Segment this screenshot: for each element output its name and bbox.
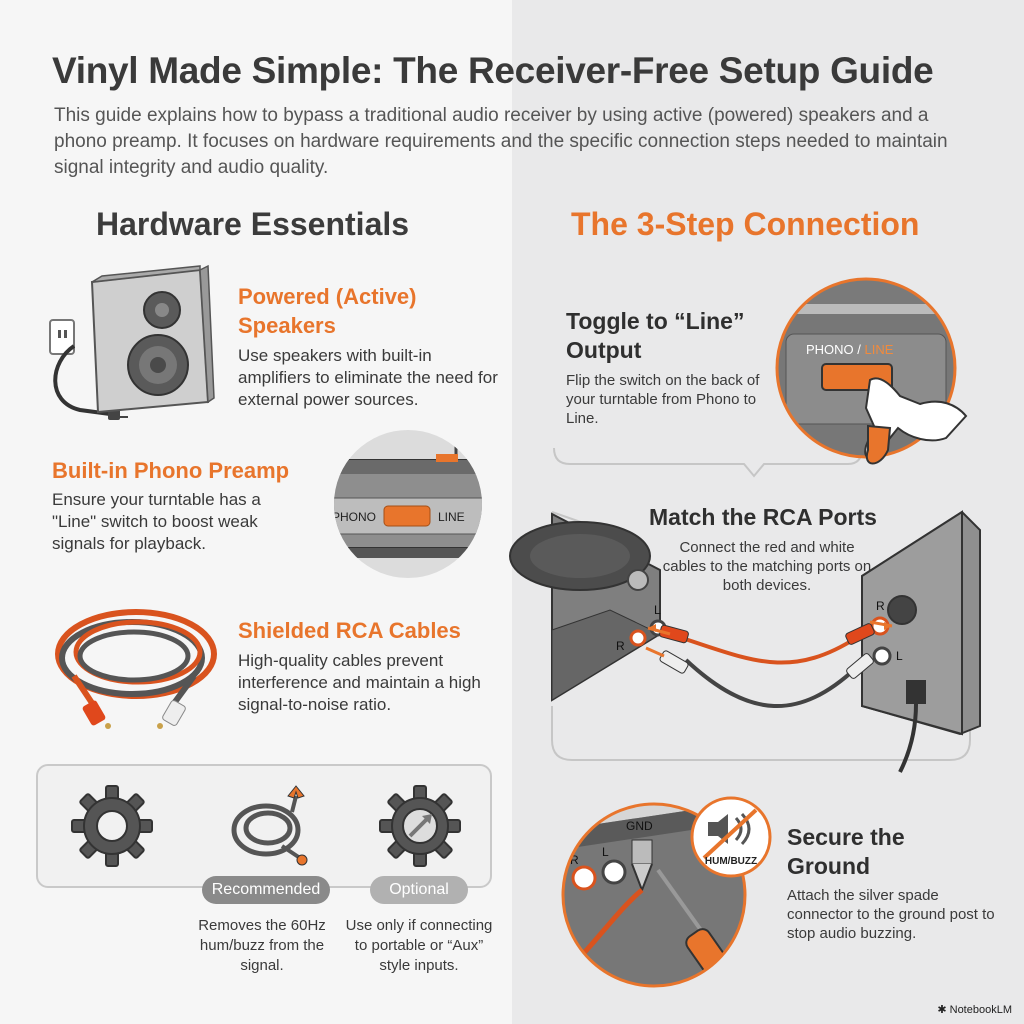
steps-heading: The 3-Step Connection bbox=[571, 206, 920, 242]
rca-cables-title: Shielded RCA Cables bbox=[238, 618, 461, 643]
speakers-description: Use speakers with built-in amplifiers to… bbox=[238, 346, 498, 409]
page-title: Vinyl Made Simple: The Receiver-Free Set… bbox=[52, 50, 934, 91]
step2-description: Connect the red and white cables to the … bbox=[662, 539, 872, 594]
speakers-title: Powered (Active) Speakers bbox=[238, 284, 417, 338]
step2-title: Match the RCA Ports bbox=[649, 504, 877, 530]
phono-preamp-description: Ensure your turntable has a "Line" switc… bbox=[52, 490, 261, 553]
step3-title: Secure the Ground bbox=[787, 824, 905, 879]
line-switch-illustration: PHONO / LINE bbox=[775, 277, 968, 465]
svg-text:R: R bbox=[570, 853, 579, 867]
optional-description: Use only if connecting to portable or “A… bbox=[345, 917, 493, 974]
svg-text:R: R bbox=[616, 639, 625, 653]
svg-text:GND: GND bbox=[626, 819, 653, 833]
optional-badge: Optional bbox=[370, 876, 468, 904]
svg-text:PHONO / LINE: PHONO / LINE bbox=[806, 342, 894, 357]
powered-speaker-illustration bbox=[49, 264, 215, 420]
step1-title: Toggle to “Line” Output bbox=[566, 308, 745, 363]
rca-cables-description: High-quality cables prevent interference… bbox=[238, 651, 481, 714]
gear-arrow-icon bbox=[379, 785, 461, 867]
svg-text:PHONO: PHONO bbox=[332, 510, 376, 524]
gear-icon bbox=[71, 785, 153, 867]
hardware-heading: Hardware Essentials bbox=[96, 206, 410, 242]
svg-text:R: R bbox=[876, 599, 885, 613]
svg-text:L: L bbox=[654, 603, 661, 617]
svg-text:L: L bbox=[602, 845, 609, 859]
step3-description: Attach the silver spade connector to the… bbox=[787, 887, 995, 942]
intro-text: This guide explains how to bypass a trad… bbox=[54, 105, 948, 178]
svg-text:LINE: LINE bbox=[438, 510, 465, 524]
rca-cable-illustration bbox=[55, 609, 217, 729]
phono-preamp-title: Built-in Phono Preamp bbox=[52, 458, 290, 483]
svg-text:HUM/BUZZ: HUM/BUZZ bbox=[705, 856, 757, 867]
brand-watermark: ✱ NotebookLM bbox=[937, 1004, 1012, 1016]
step1-description: Flip the switch on the back of your turn… bbox=[566, 372, 760, 427]
turntable-switch-illustration: PHONO LINE bbox=[332, 430, 482, 578]
rca-ports-illustration: R L R L bbox=[509, 510, 981, 773]
recommended-description: Removes the 60Hz hum/buzz from the signa… bbox=[198, 917, 326, 974]
hum-buzz-icon: HUM/BUZZ bbox=[690, 796, 772, 878]
svg-text:L: L bbox=[896, 649, 903, 663]
ground-wire-icon bbox=[231, 785, 308, 866]
recommended-badge: Recommended bbox=[202, 876, 330, 904]
